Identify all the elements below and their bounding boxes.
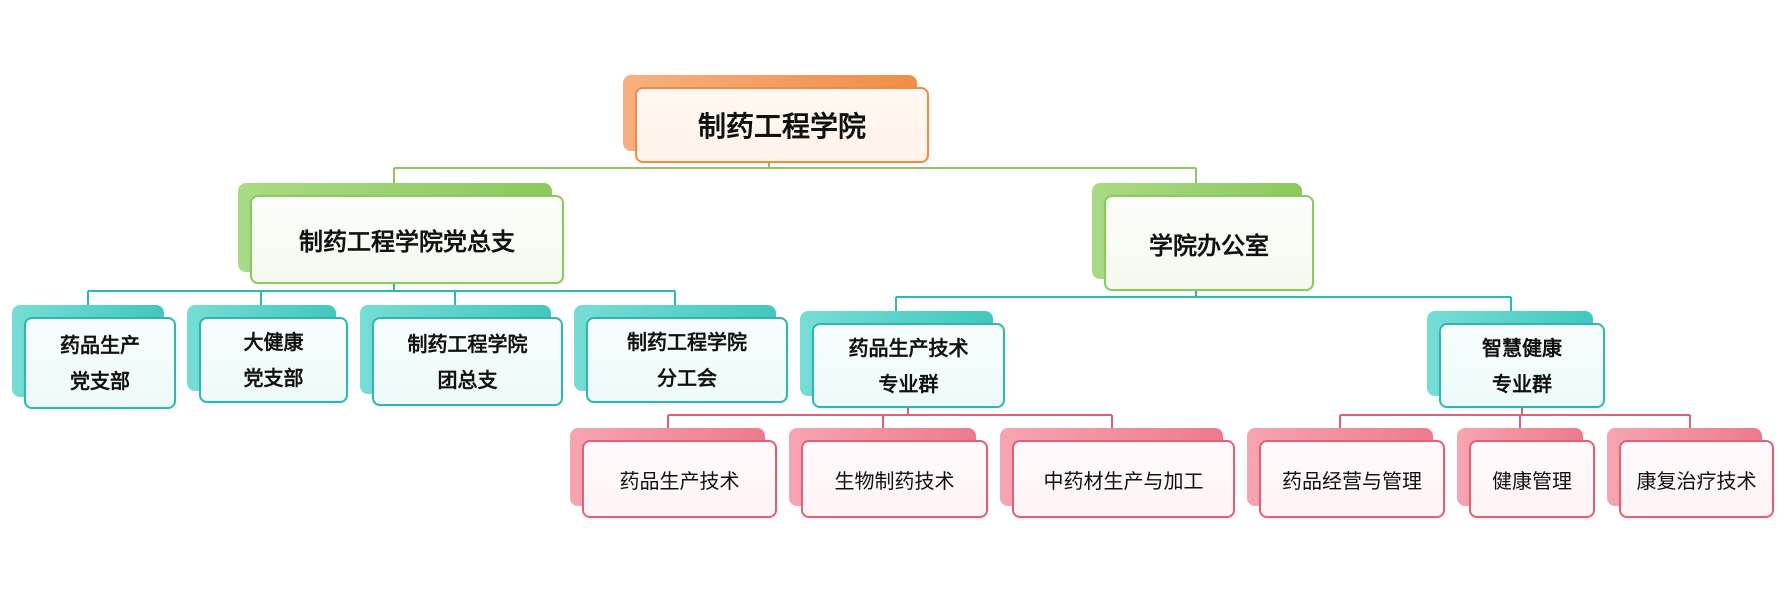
node-pharma-party-branch-line1: 药品生产	[60, 333, 140, 357]
node-major-herbal-materials-label: 中药材生产与加工	[1043, 468, 1204, 493]
node-major-pharma-production: 药品生产技术	[570, 428, 777, 518]
node-major-drug-management-label: 药品经营与管理	[1282, 468, 1422, 493]
node-party-branch-label: 制药工程学院党总支	[299, 228, 515, 256]
node-major-biopharma-label: 生物制药技术	[834, 468, 955, 493]
node-smart-health-group-line1: 智慧健康	[1482, 335, 1562, 360]
node-college-office: 学院办公室	[1092, 183, 1314, 291]
node-college-office-label: 学院办公室	[1149, 231, 1269, 260]
node-party-branch: 制药工程学院党总支	[238, 183, 564, 284]
node-pharma-production-group-line1: 药品生产技术	[848, 335, 969, 360]
node-trade-union-line1: 制药工程学院	[627, 330, 747, 354]
node-major-pharma-production-label: 药品生产技术	[619, 468, 740, 493]
node-health-party-branch-line2: 党支部	[243, 366, 304, 390]
node-smart-health-group-line2: 专业群	[1492, 371, 1552, 396]
node-major-drug-management: 药品经营与管理	[1247, 428, 1445, 518]
node-smart-health-group: 智慧健康 专业群	[1427, 311, 1605, 408]
node-youth-league: 制药工程学院 团总支	[360, 305, 563, 406]
node-trade-union-line2: 分工会	[657, 366, 717, 390]
node-youth-league-line1: 制药工程学院	[407, 331, 528, 356]
node-major-rehab-therapy-label: 康复治疗技术	[1636, 468, 1757, 493]
node-trade-union: 制药工程学院 分工会	[574, 305, 788, 403]
node-health-party-branch: 大健康 党支部	[187, 305, 348, 403]
node-pharma-party-branch: 药品生产 党支部	[12, 305, 176, 409]
node-root: 制药工程学院	[623, 75, 929, 163]
node-pharma-party-branch-line2: 党支部	[70, 369, 130, 393]
node-major-biopharma: 生物制药技术	[789, 428, 988, 518]
node-root-label: 制药工程学院	[697, 110, 866, 143]
node-health-party-branch-line1: 大健康	[243, 330, 304, 354]
node-pharma-production-group-line2: 专业群	[878, 371, 939, 396]
node-major-health-management: 健康管理	[1457, 428, 1595, 518]
node-pharma-production-group: 药品生产技术 专业群	[800, 311, 1005, 408]
node-major-rehab-therapy: 康复治疗技术	[1607, 428, 1774, 518]
node-major-herbal-materials: 中药材生产与加工	[1000, 428, 1235, 518]
node-youth-league-line2: 团总支	[437, 367, 498, 392]
node-major-health-management-label: 健康管理	[1492, 468, 1572, 493]
